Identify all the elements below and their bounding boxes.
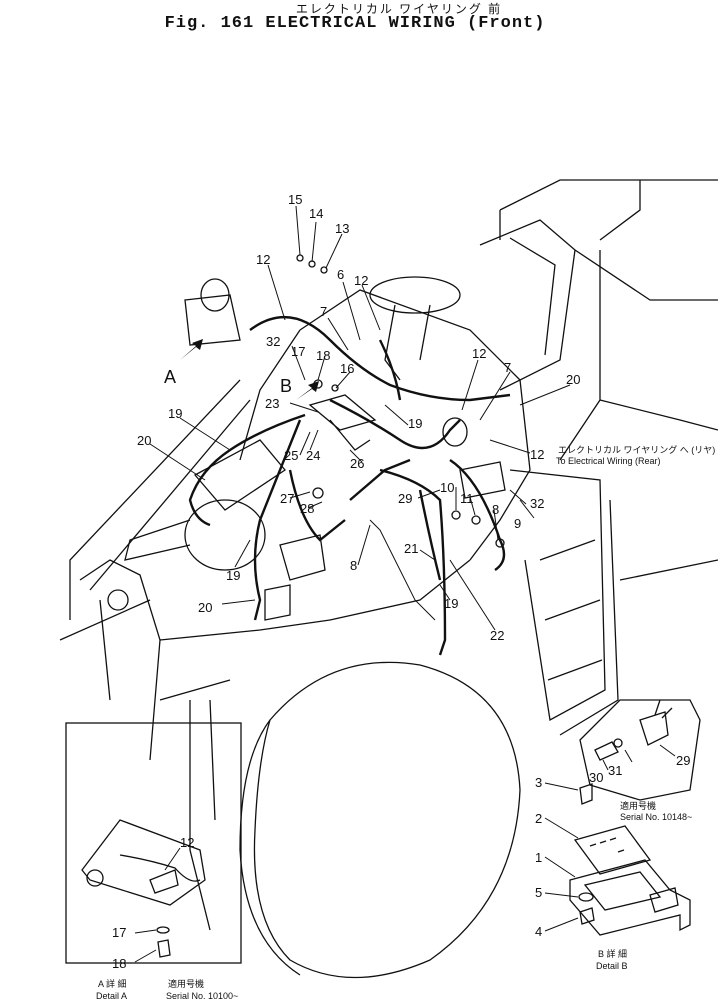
callout-19-a: 19: [408, 416, 422, 431]
callout-24: 24: [306, 448, 320, 463]
callout-20-a: 20: [566, 372, 580, 387]
callout-14: 14: [309, 206, 323, 221]
callout-15: 15: [288, 192, 302, 207]
detail-a-japanese: A 詳 細: [98, 978, 127, 989]
callout-12-b: 12: [354, 273, 368, 288]
detail-a-serial-japanese: 適用号機: [168, 978, 204, 989]
callout-19-c: 19: [226, 568, 240, 583]
rear-note-english: To Electrical Wiring (Rear): [556, 456, 661, 466]
callout-6: 6: [337, 267, 344, 282]
inset-serial-japanese: 適用号機: [620, 800, 656, 811]
callout-9: 9: [514, 516, 521, 531]
machine-outline: [59, 179, 718, 979]
callout-16: 16: [340, 361, 354, 376]
view-b-arrow: [296, 381, 319, 400]
callout-30: 30: [589, 770, 603, 785]
detail-a-serial: Serial No. 10100~: [166, 991, 238, 1001]
callout-22: 22: [490, 628, 504, 643]
callout-18: 18: [316, 348, 330, 363]
callout-10: 10: [440, 480, 454, 495]
detail-b-label: Detail B: [596, 961, 628, 971]
view-a-label: A: [164, 367, 176, 387]
callout-7-b: 7: [504, 360, 511, 375]
detail-b: 3 2 1 5 4 B 詳 細 Detail B: [535, 775, 691, 971]
callout-26: 26: [350, 456, 364, 471]
callout-28: 28: [300, 501, 314, 516]
inset-29-31: 30 31 29 適用号機 Serial No. 10148~: [579, 699, 701, 822]
detail-a: 12 17 18 A 詳 細 Detail A 適用号機 Serial No. …: [65, 722, 242, 1001]
callout-27: 27: [280, 491, 294, 506]
callout-32-b: 32: [530, 496, 544, 511]
callout-12-e: 12: [180, 835, 194, 850]
callout-21: 21: [404, 541, 418, 556]
callout-18-b: 18: [112, 956, 126, 971]
view-a-arrow: [180, 339, 203, 360]
callout-19-b: 19: [168, 406, 182, 421]
rear-note-japanese: エレクトリカル ワイヤリング へ (リヤ): [558, 444, 715, 455]
callout-7-a: 7: [320, 304, 327, 319]
callout-3: 3: [535, 775, 542, 790]
detail-b-japanese: B 詳 細: [598, 948, 627, 959]
callout-4: 4: [535, 924, 542, 939]
callout-20-b: 20: [137, 433, 151, 448]
japanese-title: エレクトリカル ワイヤリング 前: [295, 2, 503, 16]
callout-13: 13: [335, 221, 349, 236]
callout-19-d: 19: [444, 596, 458, 611]
callout-12-c: 12: [472, 346, 486, 361]
view-b-label: B: [280, 376, 292, 396]
callout-29-a: 29: [398, 491, 412, 506]
detail-a-label: Detail A: [96, 991, 127, 1001]
callout-20-c: 20: [198, 600, 212, 615]
callout-32-a: 32: [266, 334, 280, 349]
callout-8-b: 8: [350, 558, 357, 573]
callout-29-b: 29: [676, 753, 690, 768]
callout-12-a: 12: [256, 252, 270, 267]
callout-17-b: 17: [112, 925, 126, 940]
callout-31: 31: [608, 763, 622, 778]
callout-23: 23: [265, 396, 279, 411]
callout-5: 5: [535, 885, 542, 900]
callout-25: 25: [284, 448, 298, 463]
callouts: 15 14 13 12 6 12 7 32 17 18 16 12 7 20 2…: [137, 192, 580, 643]
callout-11: 11: [460, 491, 474, 506]
callout-8-a: 8: [492, 502, 499, 517]
callout-1: 1: [535, 850, 542, 865]
inset-serial: Serial No. 10148~: [620, 812, 692, 822]
callout-12-d: 12: [530, 447, 544, 462]
callout-2: 2: [535, 811, 542, 826]
wiring-harness: [188, 254, 511, 656]
leader-lines: [149, 205, 571, 631]
figure-title: Fig. 161 ELECTRICAL WIRING (Front): [164, 14, 546, 33]
callout-17: 17: [291, 344, 305, 359]
